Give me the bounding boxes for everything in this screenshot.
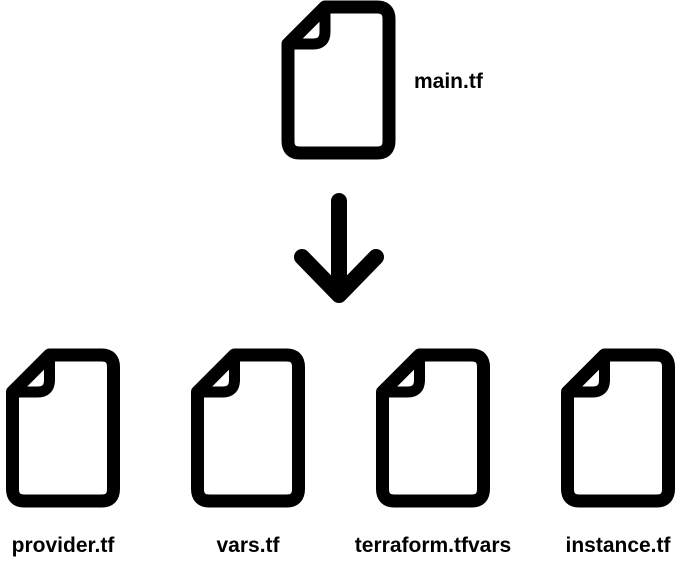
file-icon [561,348,675,508]
source-file-label: main.tf [414,70,483,93]
output-file-label: instance.tf [565,534,671,557]
output-file-label: provider.tf [11,534,115,557]
output-file-label: terraform.tfvars [354,534,512,557]
file-icon [191,348,305,508]
file-icon [376,348,490,508]
output-file-label: vars.tf [216,534,280,557]
file-icon [281,0,396,160]
file-icon [6,348,120,508]
arrow-down-icon [294,193,384,303]
